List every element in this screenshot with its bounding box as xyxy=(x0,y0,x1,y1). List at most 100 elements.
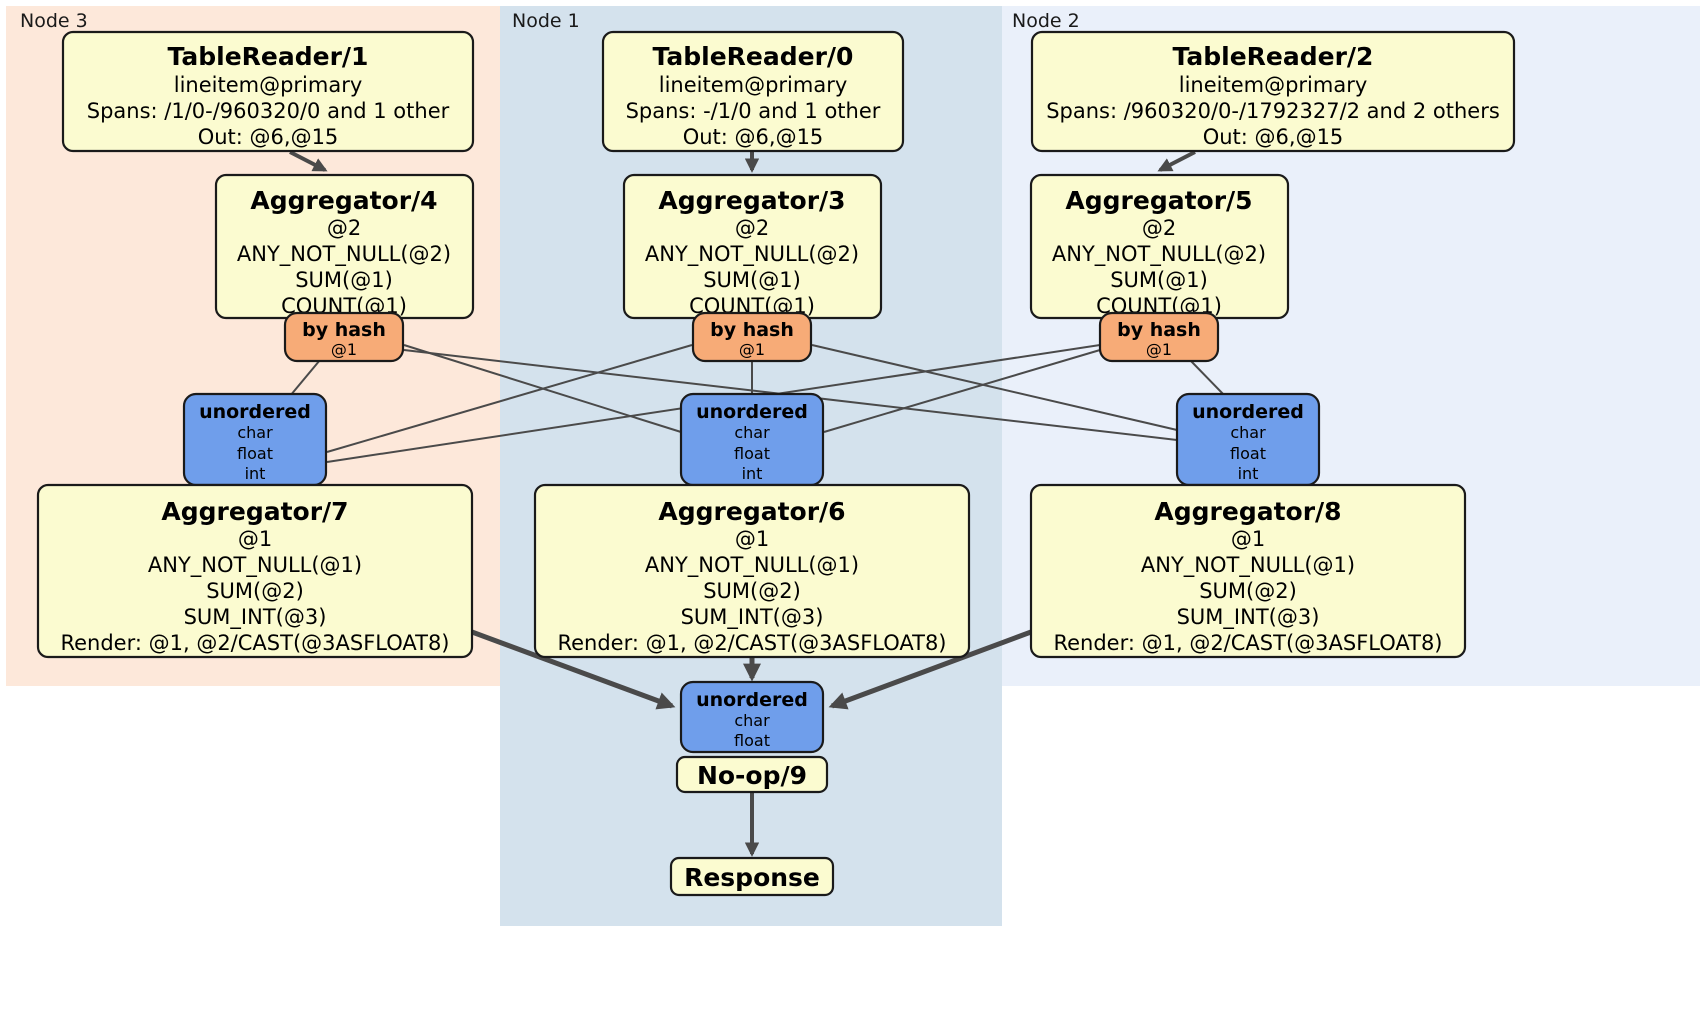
aggregator-7-line-0: @1 xyxy=(238,527,272,551)
table-reader-1-title: TableReader/1 xyxy=(168,42,369,71)
aggregator-3-line-2: SUM(@1) xyxy=(703,268,801,292)
by-hash-left-shape[interactable] xyxy=(283,311,405,363)
aggregator-5-line-1: ANY_NOT_NULL(@2) xyxy=(1052,242,1266,267)
box-aggregator-8[interactable]: Aggregator/8 @1 ANY_NOT_NULL(@1) SUM(@2)… xyxy=(1029,483,1467,659)
aggregator-8-line-4: Render: @1, @2/CAST(@3ASFLOAT8) xyxy=(1053,631,1442,655)
response-shape[interactable] xyxy=(669,856,835,897)
response-title: Response xyxy=(684,863,820,892)
aggregator-4-line-2: SUM(@1) xyxy=(295,268,393,292)
table-reader-0-shape[interactable] xyxy=(601,30,905,153)
table-reader-0-title: TableReader/0 xyxy=(653,42,854,71)
unordered-right-line-1: float xyxy=(1230,444,1266,463)
aggregator-4-line-1: ANY_NOT_NULL(@2) xyxy=(237,242,451,267)
box-aggregator-3[interactable]: Aggregator/3 @2 ANY_NOT_NULL(@2) SUM(@1)… xyxy=(622,173,883,320)
edge-agg7-to-final-sync xyxy=(471,629,676,710)
unordered-right-title: unordered xyxy=(1192,401,1304,423)
aggregator-6-line-2: SUM(@2) xyxy=(703,579,801,603)
unordered-mid-title: unordered xyxy=(696,401,808,423)
box-by-hash-left[interactable]: by hash @1 xyxy=(283,311,405,363)
unordered-final-title: unordered xyxy=(696,689,808,711)
aggregator-7-title: Aggregator/7 xyxy=(161,497,348,526)
box-aggregator-7[interactable]: Aggregator/7 @1 ANY_NOT_NULL(@1) SUM(@2)… xyxy=(36,483,474,659)
aggregator-5-line-2: SUM(@1) xyxy=(1110,268,1208,292)
aggregator-7-line-4: Render: @1, @2/CAST(@3ASFLOAT8) xyxy=(60,631,449,655)
table-reader-1-line-0: lineitem@primary xyxy=(174,73,363,97)
box-response[interactable]: Response xyxy=(669,856,835,897)
box-aggregator-6[interactable]: Aggregator/6 @1 ANY_NOT_NULL(@1) SUM(@2)… xyxy=(533,483,971,659)
table-reader-2-line-1: Spans: /960320/0-/1792327/2 and 2 others xyxy=(1046,99,1500,123)
box-unordered-left[interactable]: unordered char float int xyxy=(182,392,328,487)
edge-hash-right-to-unordered-mid xyxy=(823,349,1101,433)
aggregator-6-line-4: Render: @1, @2/CAST(@3ASFLOAT8) xyxy=(557,631,946,655)
aggregator-8-line-0: @1 xyxy=(1231,527,1265,551)
edges xyxy=(289,150,1226,857)
table-reader-1-line-1: Spans: /1/0-/960320/0 and 1 other xyxy=(87,99,450,123)
aggregator-6-line-0: @1 xyxy=(735,527,769,551)
box-by-hash-right[interactable]: by hash @1 xyxy=(1098,311,1220,363)
aggregator-7-shape[interactable] xyxy=(36,483,474,659)
node-region-label-node2: Node 2 xyxy=(1012,10,1080,32)
by-hash-right-line-0: @1 xyxy=(1146,340,1172,359)
by-hash-left-title: by hash xyxy=(302,319,386,341)
table-reader-0-line-2: Out: @6,@15 xyxy=(683,125,824,149)
table-reader-2-line-2: Out: @6,@15 xyxy=(1203,125,1344,149)
edge-agg8-to-final-sync xyxy=(828,629,1032,710)
edge-hash-mid-to-unordered-right xyxy=(811,344,1178,431)
aggregator-6-line-1: ANY_NOT_NULL(@1) xyxy=(645,553,859,578)
box-unordered-right[interactable]: unordered char float int xyxy=(1175,392,1321,487)
aggregator-8-title: Aggregator/8 xyxy=(1154,497,1341,526)
aggregator-5-line-0: @2 xyxy=(1142,216,1176,240)
by-hash-mid-line-0: @1 xyxy=(739,340,765,359)
table-reader-2-title: TableReader/2 xyxy=(1173,42,1374,71)
table-reader-2-shape[interactable] xyxy=(1030,30,1516,153)
box-table-reader-2[interactable]: TableReader/2 lineitem@primary Spans: /9… xyxy=(1030,30,1516,153)
box-aggregator-4[interactable]: Aggregator/4 @2 ANY_NOT_NULL(@2) SUM(@1)… xyxy=(214,173,475,320)
unordered-left-line-2: int xyxy=(245,464,266,483)
noop-9-shape[interactable] xyxy=(675,755,829,794)
aggregator-6-shape[interactable] xyxy=(533,483,971,659)
unordered-right-line-0: char xyxy=(1230,423,1266,442)
unordered-right-line-2: int xyxy=(1238,464,1259,483)
node-region-label-node3: Node 3 xyxy=(20,10,88,32)
box-unordered-mid[interactable]: unordered char float int xyxy=(679,392,825,487)
box-table-reader-0[interactable]: TableReader/0 lineitem@primary Spans: -/… xyxy=(601,30,905,153)
by-hash-right-title: by hash xyxy=(1117,319,1201,341)
unordered-mid-line-1: float xyxy=(734,444,770,463)
aggregator-8-shape[interactable] xyxy=(1029,483,1467,659)
unordered-final-line-0: char xyxy=(734,711,770,730)
table-reader-2-line-0: lineitem@primary xyxy=(1179,73,1368,97)
edge-tr2-to-agg5 xyxy=(1157,150,1196,172)
aggregator-3-line-0: @2 xyxy=(735,216,769,240)
box-by-hash-mid[interactable]: by hash @1 xyxy=(691,311,813,363)
noop-9-title: No-op/9 xyxy=(697,761,807,790)
by-hash-right-shape[interactable] xyxy=(1098,311,1220,363)
edge-hash-left-to-unordered-left xyxy=(289,359,321,397)
unordered-left-line-1: float xyxy=(237,444,273,463)
box-aggregator-5[interactable]: Aggregator/5 @2 ANY_NOT_NULL(@2) SUM(@1)… xyxy=(1029,173,1290,320)
unordered-left-title: unordered xyxy=(199,401,311,423)
aggregator-4-title: Aggregator/4 xyxy=(250,186,437,215)
node-region-label-node1: Node 1 xyxy=(512,10,580,32)
table-reader-1-shape[interactable] xyxy=(61,30,475,153)
edge-hash-right-to-unordered-right xyxy=(1189,359,1226,397)
box-unordered-final[interactable]: unordered char float xyxy=(679,680,825,754)
box-noop-9[interactable]: No-op/9 xyxy=(675,755,829,794)
unordered-mid-line-2: int xyxy=(742,464,763,483)
by-hash-mid-shape[interactable] xyxy=(691,311,813,363)
aggregator-5-title: Aggregator/5 xyxy=(1065,186,1252,215)
edge-tr1-to-agg4 xyxy=(289,150,328,172)
unordered-final-line-1: float xyxy=(734,731,770,750)
table-reader-0-line-0: lineitem@primary xyxy=(659,73,848,97)
by-hash-mid-title: by hash xyxy=(710,319,794,341)
edge-hash-mid-to-unordered-left xyxy=(326,344,693,453)
aggregator-8-line-2: SUM(@2) xyxy=(1199,579,1297,603)
aggregator-6-title: Aggregator/6 xyxy=(658,497,845,526)
aggregator-8-line-1: ANY_NOT_NULL(@1) xyxy=(1141,553,1355,578)
by-hash-left-line-0: @1 xyxy=(331,340,357,359)
aggregator-7-line-3: SUM_INT(@3) xyxy=(184,605,327,630)
unordered-final-shape[interactable] xyxy=(679,680,825,754)
aggregator-8-line-3: SUM_INT(@3) xyxy=(1177,605,1320,630)
box-table-reader-1[interactable]: TableReader/1 lineitem@primary Spans: /1… xyxy=(61,30,475,153)
